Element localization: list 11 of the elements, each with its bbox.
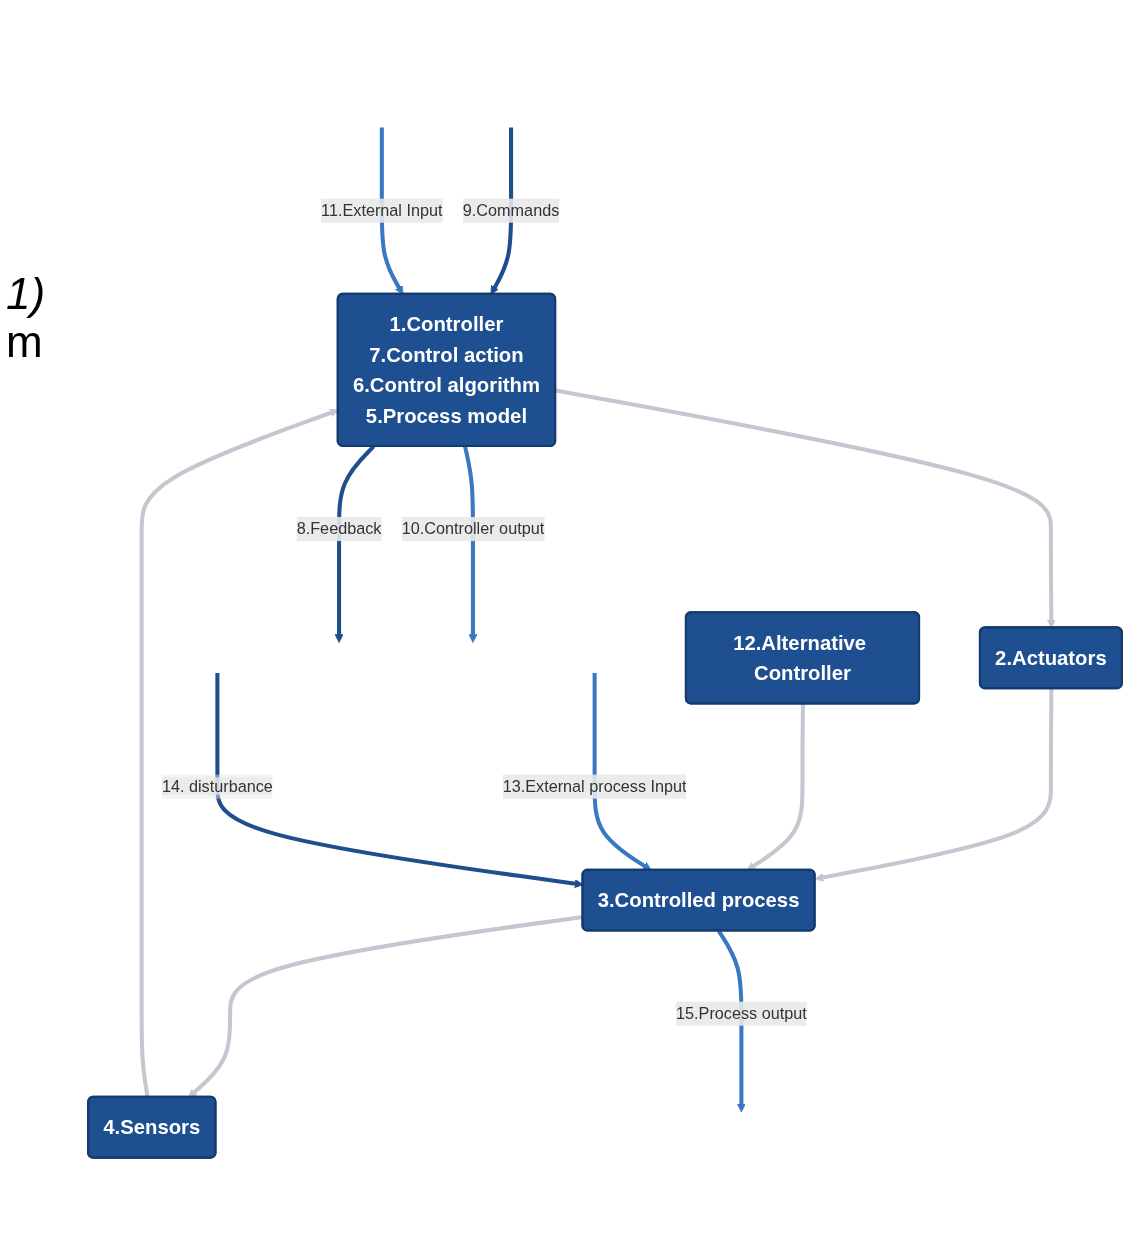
text-fragment: m [6, 318, 44, 366]
arrow [814, 688, 1054, 882]
edge-label: 9.Commands [462, 201, 560, 219]
edge-label: 8.Feedback [296, 520, 382, 538]
edge-label: 10.Controller output [401, 520, 545, 538]
arrow [717, 930, 746, 1113]
text-fragment: 1) [6, 270, 46, 318]
edge-label: 15.Process output [676, 1004, 807, 1022]
edge-label: 13.External process Input [502, 777, 687, 795]
edge-label: 14. disturbance [161, 777, 273, 795]
edge-label: 11.External Input [321, 201, 443, 219]
